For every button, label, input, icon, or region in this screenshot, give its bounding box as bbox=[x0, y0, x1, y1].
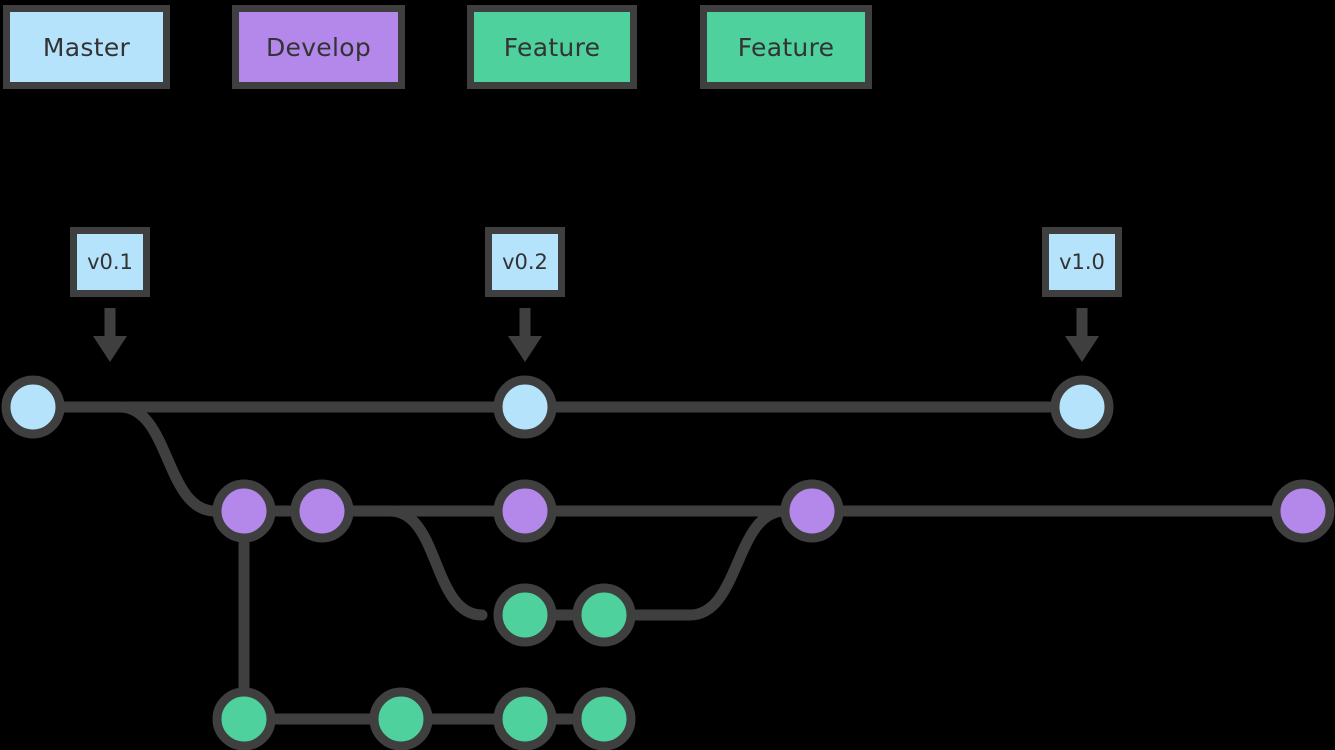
arrow-down-icon bbox=[93, 308, 127, 362]
commit-node[interactable] bbox=[780, 479, 844, 543]
commit-dot-master[interactable] bbox=[493, 375, 557, 439]
commit-dot-develop[interactable] bbox=[1271, 479, 1335, 543]
commit-node[interactable] bbox=[572, 687, 636, 750]
legend-item-feature-2[interactable]: Feature bbox=[467, 5, 637, 89]
legend-item-develop-1[interactable]: Develop bbox=[232, 5, 405, 89]
commit-dot-feature-1[interactable] bbox=[572, 583, 636, 647]
commit-dot-feature-1[interactable] bbox=[493, 583, 557, 647]
commit-dot-develop[interactable] bbox=[780, 479, 844, 543]
commit-dot-develop[interactable] bbox=[290, 479, 354, 543]
arrow-layer bbox=[93, 308, 1099, 362]
tag-arrow-down-icon bbox=[508, 308, 542, 362]
arrow-down-icon bbox=[1065, 308, 1099, 362]
commit-node[interactable] bbox=[290, 479, 354, 543]
commit-dot-feature-2[interactable] bbox=[493, 687, 557, 750]
commit-node[interactable] bbox=[212, 479, 276, 543]
commit-node[interactable] bbox=[369, 687, 433, 750]
commit-node[interactable] bbox=[493, 479, 557, 543]
commit-dot-develop[interactable] bbox=[493, 479, 557, 543]
commit-node[interactable] bbox=[493, 583, 557, 647]
legend-item-label: Feature bbox=[503, 32, 601, 62]
commit-node[interactable] bbox=[572, 583, 636, 647]
arrow-down-icon bbox=[508, 308, 542, 362]
version-tag-v0-2[interactable]: v0.2 bbox=[485, 227, 565, 297]
legend-item-label: Feature bbox=[737, 32, 835, 62]
commit-dot-feature-2[interactable] bbox=[212, 687, 276, 750]
commit-node[interactable] bbox=[493, 375, 557, 439]
commit-dot-feature-2[interactable] bbox=[572, 687, 636, 750]
commit-dot-develop[interactable] bbox=[212, 479, 276, 543]
version-tag-label: v1.0 bbox=[1059, 250, 1105, 274]
version-tag-label: v0.1 bbox=[87, 250, 133, 274]
version-tag-label: v0.2 bbox=[502, 250, 548, 274]
version-tag-v0-1[interactable]: v0.1 bbox=[70, 227, 150, 297]
version-tag-v1-0[interactable]: v1.0 bbox=[1042, 227, 1122, 297]
commit-node[interactable] bbox=[1, 375, 65, 439]
node-layer bbox=[1, 375, 1335, 750]
commit-dot-feature-2[interactable] bbox=[369, 687, 433, 750]
legend-item-label: Master bbox=[42, 32, 131, 62]
commit-dot-master[interactable] bbox=[1050, 375, 1114, 439]
legend-item-feature-3[interactable]: Feature bbox=[700, 5, 872, 89]
tag-arrow-down-icon bbox=[1065, 308, 1099, 362]
tag-arrow-down-icon bbox=[93, 308, 127, 362]
edge-layer bbox=[27, 401, 1309, 725]
edge-branch-develop-to-feature1 bbox=[343, 505, 488, 621]
legend-item-label: Develop bbox=[265, 32, 372, 62]
legend-item-master-0[interactable]: Master bbox=[3, 5, 170, 89]
commit-node[interactable] bbox=[493, 687, 557, 750]
commit-node[interactable] bbox=[1050, 375, 1114, 439]
edge-branch-master-to-develop bbox=[54, 401, 221, 517]
commit-dot-master[interactable] bbox=[1, 375, 65, 439]
edge-merge-feature1-to-develop bbox=[625, 505, 791, 621]
commit-node[interactable] bbox=[212, 687, 276, 750]
commit-node[interactable] bbox=[1271, 479, 1335, 543]
